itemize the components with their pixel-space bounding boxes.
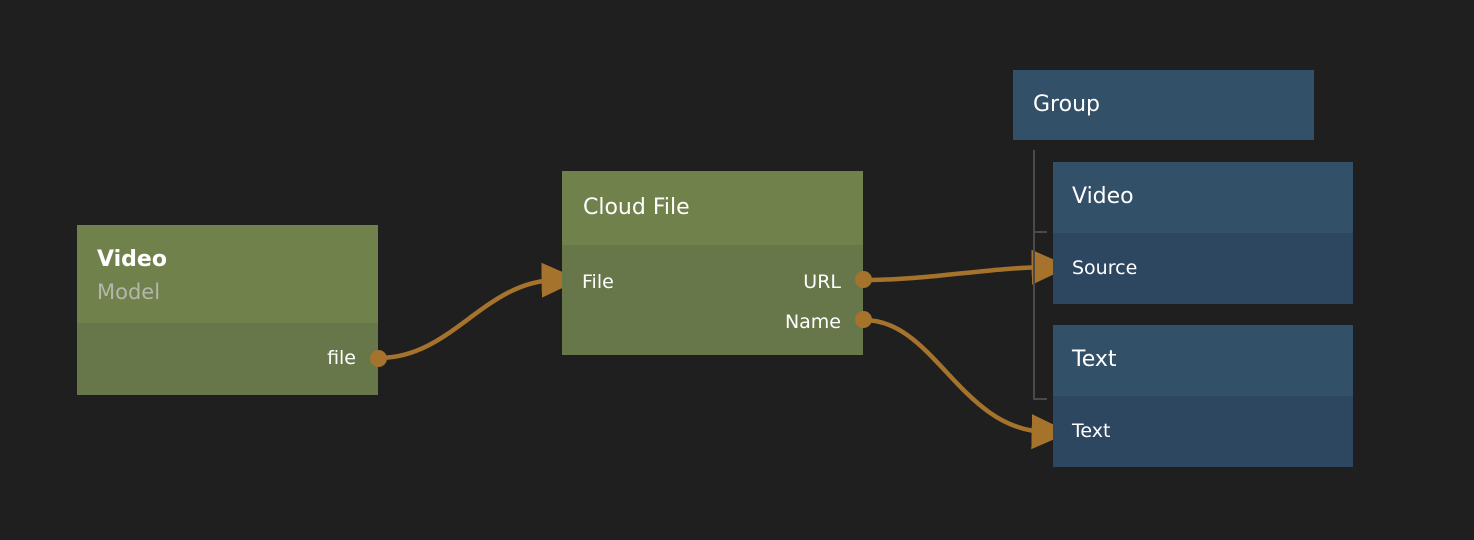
wire-url-to-source (861, 249, 1070, 285)
node-cloud-file-title: Cloud File (583, 195, 690, 220)
node-group[interactable]: Group (1013, 70, 1314, 140)
node-video-output-header[interactable]: Video (1053, 162, 1353, 233)
output-port-label-url: URL (803, 271, 841, 293)
output-port-dot-file[interactable] (370, 350, 387, 367)
node-video-model-title: Video (97, 247, 167, 272)
wire-name-to-text (861, 317, 1070, 450)
node-video-model[interactable]: Video Model file (77, 225, 378, 395)
group-tree-branch-video (1033, 231, 1047, 233)
group-tree-vertical-line (1033, 150, 1035, 400)
input-port-label-file: File (582, 271, 614, 293)
wire-file-to-cloudfile (376, 262, 580, 361)
node-text-output-header[interactable]: Text (1053, 325, 1353, 396)
node-video-output-title: Video (1072, 184, 1134, 209)
output-port-label-name: Name (784, 311, 841, 333)
output-port-label-file: file (327, 347, 356, 369)
node-video-output[interactable]: Video Source (1053, 162, 1353, 304)
input-port-label-text: Text (1072, 420, 1111, 442)
node-video-output-body[interactable]: Source (1053, 233, 1353, 304)
node-cloud-file-body[interactable]: File URL Name (562, 245, 863, 355)
output-port-dot-name[interactable] (855, 311, 872, 328)
output-port-dot-url[interactable] (855, 271, 872, 288)
node-video-model-header[interactable]: Video Model (77, 225, 378, 323)
node-group-title: Group (1033, 92, 1100, 117)
node-text-output[interactable]: Text Text (1053, 325, 1353, 467)
node-cloud-file[interactable]: Cloud File File URL Name (562, 171, 863, 355)
node-video-model-subtitle: Model (97, 280, 161, 304)
node-text-output-title: Text (1072, 347, 1117, 372)
node-text-output-body[interactable]: Text (1053, 396, 1353, 467)
node-video-model-body[interactable]: file (77, 323, 378, 395)
node-cloud-file-header[interactable]: Cloud File (562, 171, 863, 245)
group-tree-branch-text (1033, 398, 1047, 400)
input-port-label-source: Source (1072, 257, 1138, 279)
